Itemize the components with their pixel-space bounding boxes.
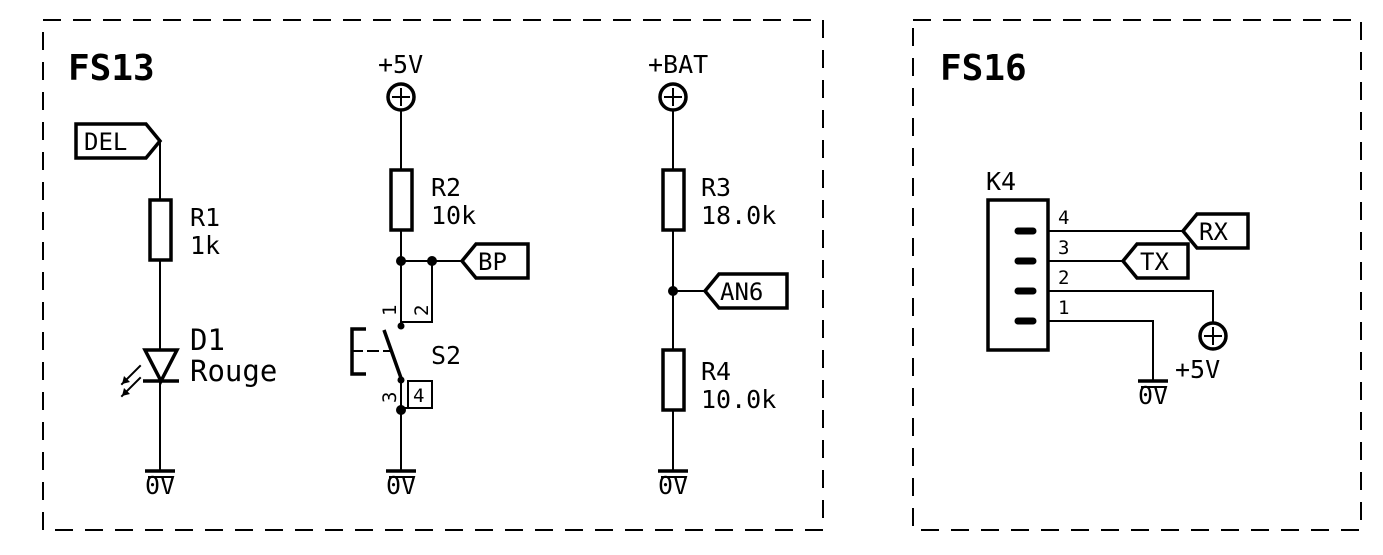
power-symbol-5v <box>386 82 416 112</box>
an6-label-text: AN6 <box>720 278 763 306</box>
gnd-label-fs16: 0V <box>1138 381 1168 410</box>
gnd-label-3: 0V <box>658 471 688 500</box>
resistor-r4[interactable] <box>661 348 686 412</box>
s2-pin4: 4 <box>413 385 424 407</box>
del-net-label[interactable]: DEL <box>74 122 163 160</box>
k4-pin-1: 1 <box>1058 297 1069 319</box>
r3-value: 18.0k <box>701 201 776 230</box>
resistor-r2[interactable] <box>389 168 414 232</box>
k4-ref: K4 <box>986 167 1016 196</box>
power-symbol-bat <box>658 82 688 112</box>
bp-label-text: BP <box>478 248 507 276</box>
connector-k4[interactable] <box>986 198 1050 352</box>
ground-symbol-fs16 <box>1138 379 1168 388</box>
r4-ref: R4 <box>701 357 731 386</box>
ground-symbol-1 <box>145 469 175 478</box>
vcc-label-fs16: +5V <box>1175 355 1220 384</box>
ground-symbol-2 <box>386 469 416 478</box>
r1-value: 1k <box>190 231 220 260</box>
r2-value: 10k <box>431 201 476 230</box>
led-d1[interactable] <box>120 348 180 398</box>
k4-pin-4: 4 <box>1058 207 1069 229</box>
sheet-frame-fs16 <box>912 19 1362 531</box>
junction-an6 <box>668 286 678 296</box>
switch-s2[interactable] <box>350 322 433 409</box>
r2-ref: R2 <box>431 173 461 202</box>
gnd-label-2: 0V <box>386 471 416 500</box>
tx-label-text: TX <box>1140 248 1169 276</box>
bp-net-label[interactable]: BP <box>459 242 530 280</box>
k4-pin-3: 3 <box>1058 237 1069 259</box>
r1-ref: R1 <box>190 203 220 232</box>
resistor-r1[interactable] <box>148 198 173 262</box>
rx-label-text: RX <box>1199 218 1228 246</box>
sheet-title-fs16: FS16 <box>940 48 1027 89</box>
junction-bp <box>427 256 437 266</box>
junction-s2 <box>396 405 406 415</box>
k4-pin-2: 2 <box>1058 267 1069 289</box>
an6-net-label[interactable]: AN6 <box>702 272 789 310</box>
d1-ref: D1 <box>190 323 225 357</box>
sheet-frame-fs13 <box>42 19 824 531</box>
rx-net-label[interactable]: RX <box>1180 212 1250 250</box>
gnd-label-1: 0V <box>145 471 175 500</box>
s2-ref: S2 <box>431 341 461 370</box>
r4-value: 10.0k <box>701 385 776 414</box>
s2-pin1: 1 <box>379 305 401 316</box>
sheet-title-fs13: FS13 <box>68 48 155 89</box>
vcc-label-fs13: +5V <box>378 50 423 79</box>
tx-net-label[interactable]: TX <box>1120 242 1190 280</box>
s2-pin2: 2 <box>411 305 433 316</box>
s2-pin3: 3 <box>379 392 401 403</box>
bat-label: +BAT <box>648 50 708 79</box>
ground-symbol-3 <box>658 469 688 478</box>
junction-r2 <box>396 256 406 266</box>
del-label-text: DEL <box>84 128 127 156</box>
power-symbol-5v-fs16 <box>1198 321 1228 351</box>
d1-value: Rouge <box>190 354 277 388</box>
resistor-r3[interactable] <box>661 168 686 232</box>
r3-ref: R3 <box>701 173 731 202</box>
